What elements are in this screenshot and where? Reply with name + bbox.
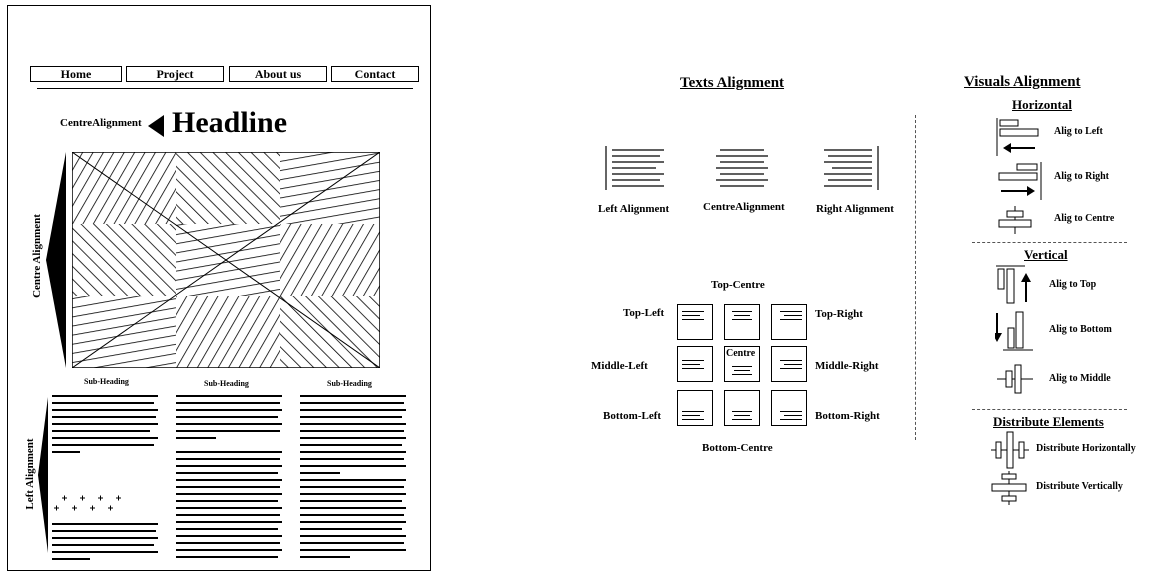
side-label-centre: Centre Alignment: [31, 201, 43, 311]
divider-vertical: [972, 409, 1127, 410]
align-left-label: Alig to Left: [1054, 126, 1103, 137]
right-alignment-label: Right Alignment: [816, 203, 894, 215]
visuals-alignment-title: Visuals Alignment: [964, 74, 1081, 91]
align-centre-label: Alig to Centre: [1054, 213, 1114, 224]
text-columns: [50, 393, 420, 563]
centre-align-icon: [714, 144, 770, 192]
right-align-icon: [822, 144, 882, 192]
headline: Headline: [172, 106, 287, 140]
left-wedge-icon: [36, 395, 50, 555]
top-left-label: Top-Left: [623, 307, 664, 319]
left-alignment-label: Left Alignment: [598, 203, 669, 215]
top-centre-label: Top-Centre: [711, 279, 765, 291]
align-bottom-label: Alig to Bottom: [1049, 324, 1112, 335]
middle-right-label: Middle-Right: [815, 360, 879, 372]
align-bottom-icon: [995, 308, 1037, 352]
section-divider: [915, 115, 916, 440]
image-placeholder: [72, 152, 380, 368]
nav-about-us[interactable]: About us: [229, 66, 327, 82]
align-top-label: Alig to Top: [1049, 279, 1096, 290]
grid-cell-centre: Centre: [724, 346, 760, 382]
divider-horizontal: [972, 242, 1127, 243]
grid-cell-top-centre: [724, 304, 760, 340]
centre-alignment-label: CentreAlignment: [60, 117, 142, 129]
distribute-vertical-label: Distribute Vertically: [1036, 481, 1123, 492]
sub-heading-2: Sub-Heading: [204, 379, 249, 388]
nav-underline: [37, 88, 413, 89]
centre-alignment-sample-label: CentreAlignment: [703, 201, 785, 213]
align-middle-label: Alig to Middle: [1049, 373, 1111, 384]
nav-home[interactable]: Home: [30, 66, 122, 82]
horizontal-title: Horizontal: [1012, 97, 1072, 113]
texts-alignment-title: Texts Alignment: [680, 75, 784, 92]
grid-cell-bottom-right: [771, 390, 807, 426]
grid-cell-bottom-left: [677, 390, 713, 426]
sub-heading-1: Sub-Heading: [84, 377, 129, 386]
distribute-title: Distribute Elements: [993, 414, 1104, 430]
nav-project[interactable]: Project: [126, 66, 224, 82]
arrow-left-icon: [146, 114, 166, 138]
left-align-icon: [604, 144, 668, 192]
align-middle-icon: [995, 362, 1035, 396]
vertical-title: Vertical: [1024, 247, 1068, 263]
align-centre-icon: [995, 205, 1037, 235]
top-right-label: Top-Right: [815, 308, 863, 320]
bottom-right-label: Bottom-Right: [815, 410, 880, 422]
centre-wedge-icon: [44, 150, 68, 370]
distribute-vertical-icon: [990, 470, 1030, 506]
grid-cell-middle-right: [771, 346, 807, 382]
align-right-label: Alig to Right: [1054, 171, 1109, 182]
distribute-horizontal-icon: [990, 430, 1030, 470]
align-top-icon: [995, 264, 1037, 306]
distribute-horizontal-label: Distribute Horizontally: [1036, 443, 1136, 454]
grid-centre-label: Centre: [726, 348, 755, 359]
sub-heading-3: Sub-Heading: [327, 379, 372, 388]
align-left-icon: [995, 117, 1045, 157]
nav-contact[interactable]: Contact: [331, 66, 419, 82]
bottom-left-label: Bottom-Left: [603, 410, 661, 422]
middle-left-label: Middle-Left: [591, 360, 648, 372]
grid-cell-bottom-centre: [724, 390, 760, 426]
grid-cell-top-right: [771, 304, 807, 340]
align-right-icon: [995, 161, 1045, 201]
grid-cell-middle-left: [677, 346, 713, 382]
bottom-centre-label: Bottom-Centre: [702, 442, 773, 454]
grid-cell-top-left: [677, 304, 713, 340]
side-label-left: Left Alignment: [24, 424, 36, 524]
